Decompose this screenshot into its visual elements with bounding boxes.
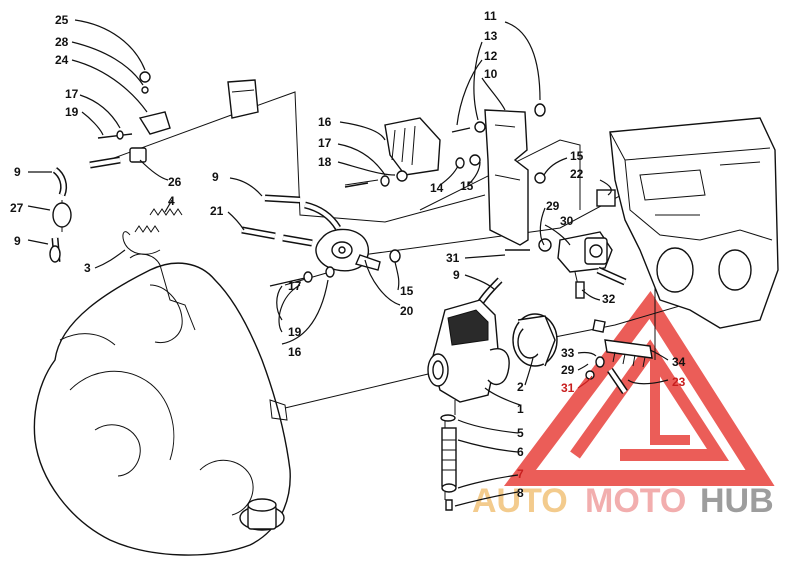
callout-11: 11: [484, 9, 497, 23]
callout-29-bottom: 29: [561, 363, 575, 377]
callout-22: 22: [570, 167, 584, 181]
callout-9-middle: 9: [212, 170, 219, 184]
inline-fuel-filter: [52, 200, 72, 232]
watermark-auto-text: AUTO: [472, 482, 568, 520]
callout-23: 24: [55, 53, 69, 67]
callout-17-bottom: 17: [288, 279, 302, 293]
callout-19-bottom: 19: [288, 325, 302, 339]
callout-9-carb: 9: [453, 268, 460, 282]
callout-26: 23: [672, 375, 686, 389]
choke-solenoid: [557, 231, 613, 299]
callout-24: 25: [55, 13, 69, 27]
callout-3: 3: [84, 261, 91, 275]
callout-25: 26: [168, 175, 182, 189]
watermark-hub-text: HUB: [700, 482, 774, 520]
callout-14: 14: [430, 181, 444, 195]
watermark-moto-text: MOTO: [585, 482, 686, 520]
callout-34: 34: [672, 355, 686, 369]
callout-19-top: 19: [65, 105, 79, 119]
callout-6: 6: [517, 445, 524, 459]
callout-12: 12: [484, 49, 498, 63]
callout-7: 7: [517, 467, 524, 481]
callout-4: 4: [168, 194, 175, 208]
callout-2: 2: [517, 380, 524, 394]
callout-15-bottom: 15: [400, 284, 414, 298]
callout-33: 33: [561, 346, 575, 360]
vent-housing: [344, 117, 441, 186]
callout-30: 30: [560, 214, 574, 228]
callout-20: 20: [400, 304, 414, 318]
callout-18: 18: [318, 155, 332, 169]
fuel-pump: [315, 228, 381, 272]
throttle-cable-bracket: [97, 71, 259, 163]
callout-31-top: 31: [446, 251, 460, 265]
callout-8: 8: [517, 486, 524, 500]
mounting-bracket: [484, 109, 529, 246]
fuel-rail: [592, 319, 653, 368]
callout-15-right: 15: [570, 149, 584, 163]
callout-21: 21: [210, 204, 224, 218]
callout-10: 10: [484, 67, 498, 81]
leader-lines: [27, 19, 669, 507]
callout-28: 28: [55, 35, 69, 49]
automotohub-watermark: AUTO MOTO HUB: [472, 290, 775, 520]
callout-1: 1: [517, 402, 524, 416]
callout-15-middle: 15: [460, 179, 474, 193]
float-bowl-parts: [440, 414, 457, 511]
part-number-labels: 25 28 24 17 19 9 27 9 3 4 26 9 21 17 19 …: [10, 9, 686, 500]
engine-housing: [33, 253, 291, 556]
callout-5: 5: [517, 426, 524, 440]
callout-16-top: 16: [318, 115, 332, 129]
fasteners: [49, 103, 605, 380]
carburetor: [427, 299, 510, 415]
airbox: [596, 117, 779, 329]
intake-adapter: [512, 313, 558, 367]
callout-31-bottom: 31: [561, 381, 575, 395]
callout-29-top: 29: [546, 199, 560, 213]
callout-32: 32: [602, 292, 616, 306]
callout-17-middle: 17: [318, 136, 332, 150]
callout-16-bottom: 16: [288, 345, 302, 359]
callout-17-top: 17: [65, 87, 79, 101]
callout-27: 27: [10, 201, 24, 215]
callout-13: 13: [484, 29, 498, 43]
springs: [122, 208, 183, 255]
callout-9-left-bottom: 9: [14, 234, 21, 248]
callout-9-left-top: 9: [14, 165, 21, 179]
